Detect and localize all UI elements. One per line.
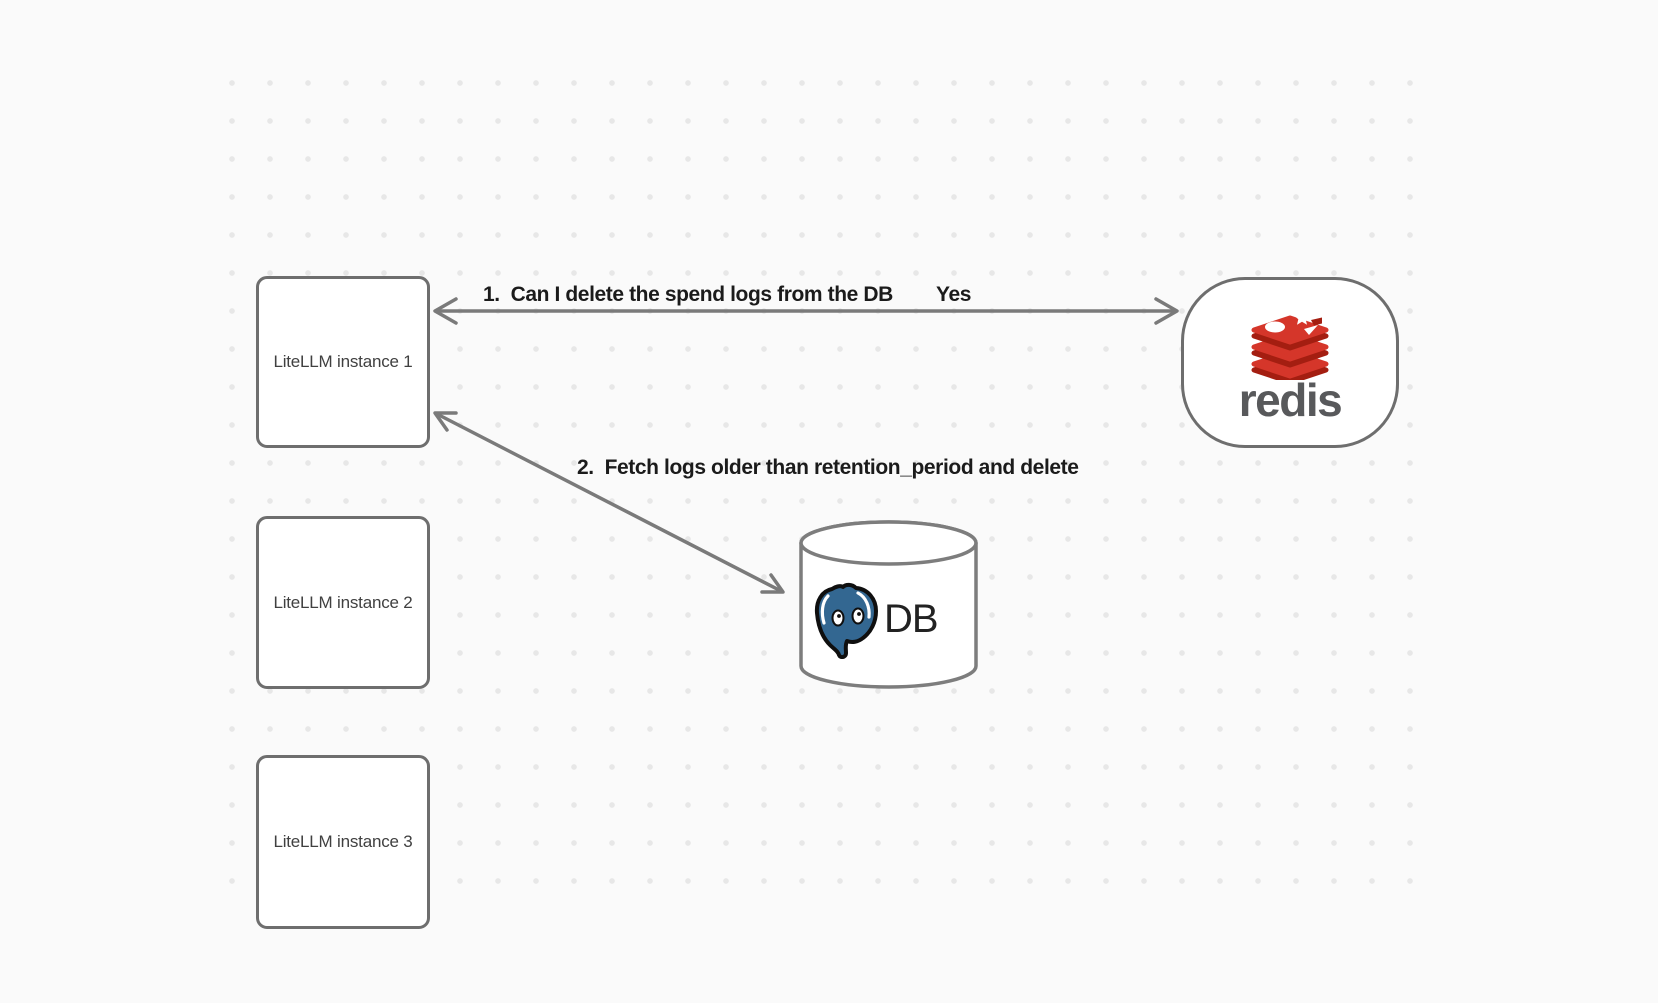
database-label: DB — [884, 597, 939, 641]
node-litellm-instance-1: LiteLLM instance 1 — [256, 276, 430, 448]
edge-label-yes: Yes — [936, 283, 972, 306]
litellm-instance-3-label: LiteLLM instance 3 — [273, 832, 413, 851]
litellm-instance-1-label: LiteLLM instance 1 — [273, 352, 413, 371]
edge-label-delete-spend-logs: 1. Can I delete the spend logs from the … — [483, 283, 893, 306]
node-redis: redis — [1181, 277, 1399, 448]
litellm-instance-2-label: LiteLLM instance 2 — [273, 592, 413, 612]
redis-logo-icon — [1251, 309, 1329, 380]
edge-label-fetch-logs: 2. Fetch logs older than retention_perio… — [577, 456, 1079, 479]
node-litellm-instance-2: LiteLLM instance 2 — [256, 516, 430, 689]
redis-wordmark: redis — [1238, 373, 1343, 426]
node-litellm-instance-3: LiteLLM instance 3 — [256, 755, 430, 929]
postgresql-elephant-icon — [814, 582, 878, 659]
